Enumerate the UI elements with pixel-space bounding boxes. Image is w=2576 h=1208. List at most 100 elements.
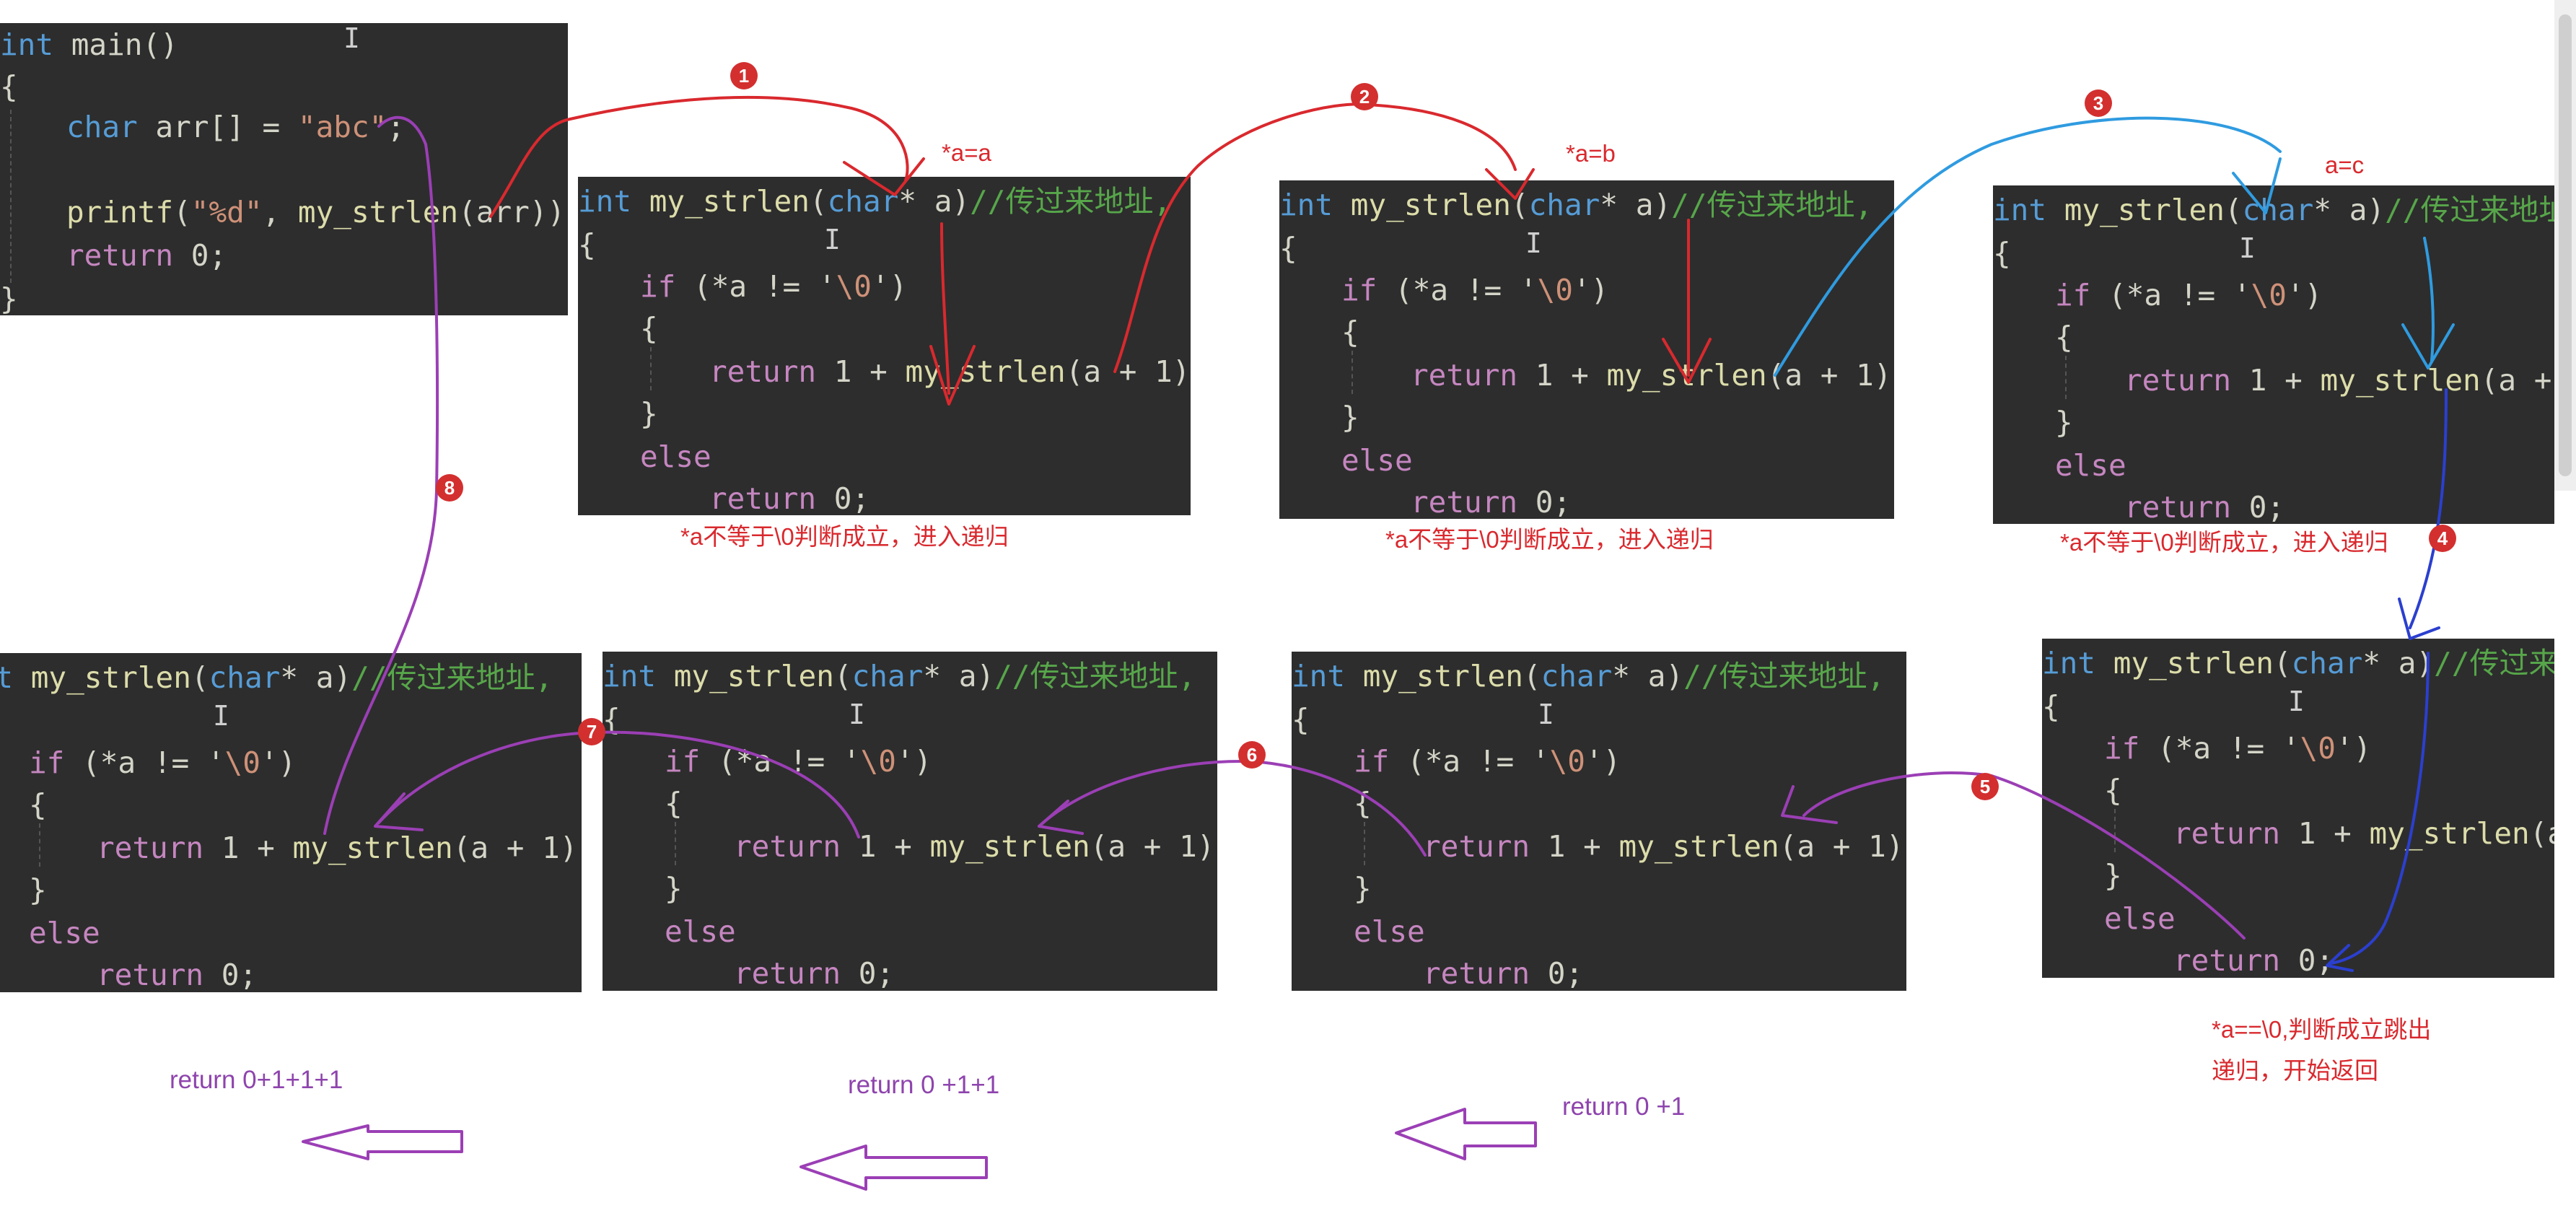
condition: (*a != ' bbox=[2090, 278, 2251, 312]
open-brace: { bbox=[2104, 773, 2122, 807]
arrow-step-2-head bbox=[1485, 168, 1535, 200]
close-brace: } bbox=[1354, 871, 1372, 906]
paren: ( bbox=[190, 660, 209, 695]
note-a-equals-b: *a=b bbox=[1566, 140, 1616, 167]
call-args: (a + 1); bbox=[2480, 363, 2552, 398]
keyword-return: return bbox=[2124, 490, 2232, 524]
step-badge-3: 3 bbox=[2085, 89, 2112, 117]
step-badge-6: 6 bbox=[1238, 741, 1266, 769]
keyword-else: else bbox=[2104, 901, 2176, 936]
my-strlen-code-box-7: int my_strlen(char* a)//传过来地址, { if (*a … bbox=[0, 653, 582, 992]
open-brace: { bbox=[640, 311, 658, 346]
arrow-step-6 bbox=[1038, 760, 1427, 857]
parameter: * a) bbox=[280, 660, 352, 695]
keyword-else: else bbox=[1341, 443, 1413, 478]
condition-end: ') bbox=[871, 269, 908, 304]
condition-end: ') bbox=[260, 745, 297, 780]
paren: ( bbox=[2224, 193, 2243, 227]
close-brace: } bbox=[640, 396, 658, 431]
open-brace: { bbox=[0, 69, 18, 104]
arrow-down-box-1-head bbox=[929, 345, 976, 406]
my-strlen-code-box-1: int my_strlen(char* a)//传过来地址, { if (*a … bbox=[578, 177, 1191, 515]
keyword-char: char bbox=[827, 184, 899, 219]
call-args: (a + 1); bbox=[2529, 816, 2554, 851]
hollow-arrow-left-1 bbox=[302, 1124, 463, 1160]
return-value: 0; bbox=[173, 238, 227, 273]
hollow-arrow-left-3 bbox=[1395, 1108, 1537, 1160]
keyword-int: int bbox=[1292, 659, 1346, 693]
keyword-else: else bbox=[1354, 914, 1425, 949]
open-brace: { bbox=[603, 702, 621, 737]
main-signature: main() bbox=[53, 27, 178, 62]
keyword-return: return bbox=[709, 481, 817, 515]
keyword-return: return bbox=[1423, 956, 1530, 991]
return-zero: 0; bbox=[1530, 956, 1584, 991]
keyword-return: return bbox=[1423, 829, 1530, 864]
open-brace: { bbox=[578, 227, 596, 262]
main-function-code: int main() { char arr[] = "abc"; printf(… bbox=[0, 23, 568, 315]
null-char: \0 bbox=[2251, 278, 2287, 312]
close-brace: } bbox=[665, 871, 683, 906]
note-end-line-2: 递归，开始返回 bbox=[2212, 1057, 2378, 1084]
my-strlen-code-box-5: int my_strlen(char* a)//传过来地址, { if (*a … bbox=[1292, 652, 1906, 991]
note-end-line-1: *a==\0,判断成立跳出 bbox=[2212, 1016, 2432, 1043]
one-plus: 1 + bbox=[2231, 363, 2321, 398]
function-name: my_strlen bbox=[1362, 659, 1523, 693]
keyword-char: char bbox=[2291, 646, 2363, 680]
open-brace: { bbox=[1993, 236, 2011, 271]
keyword-int: int bbox=[0, 660, 14, 695]
return-zero: 0; bbox=[1517, 485, 1572, 519]
return-zero: 0; bbox=[2280, 943, 2334, 978]
call-args: (a + 1); bbox=[1065, 354, 1191, 389]
close-brace: } bbox=[0, 281, 18, 315]
condition: (*a != ' bbox=[64, 745, 225, 780]
arrow-step-7 bbox=[377, 730, 860, 839]
keyword-int: int bbox=[578, 184, 632, 219]
scrollbar-thumb[interactable] bbox=[2559, 14, 2572, 476]
condition-end: ') bbox=[1585, 744, 1621, 779]
keyword-if: if bbox=[2055, 278, 2091, 312]
keyword-else: else bbox=[640, 439, 711, 474]
parameter: * a) bbox=[1612, 659, 1684, 693]
null-char: \0 bbox=[1537, 273, 1573, 307]
note-recurse-3: *a不等于\0判断成立，进入递归 bbox=[2060, 529, 2388, 556]
return-zero: 0; bbox=[203, 958, 258, 992]
indent-guide bbox=[10, 110, 12, 283]
keyword-char: char bbox=[1541, 659, 1613, 693]
note-recurse-1: *a不等于\0判断成立，进入递归 bbox=[680, 523, 1009, 550]
open-brace: { bbox=[29, 787, 47, 822]
indent-guide bbox=[39, 823, 40, 867]
printf-call: printf bbox=[66, 195, 174, 229]
close-brace: } bbox=[2104, 858, 2122, 893]
function-name: my_strlen bbox=[2113, 646, 2274, 680]
open-brace: { bbox=[1279, 231, 1297, 266]
text-cursor-icon: I bbox=[343, 23, 360, 54]
hollow-arrow-left-2 bbox=[799, 1144, 988, 1191]
string-literal: "abc" bbox=[297, 110, 387, 144]
keyword-else: else bbox=[665, 914, 736, 949]
text-cursor-icon: I bbox=[1538, 699, 1554, 730]
recursive-call: my_strlen bbox=[1606, 358, 1767, 393]
paren: ( bbox=[1523, 659, 1541, 693]
close-brace: } bbox=[29, 872, 47, 907]
keyword-return: return bbox=[1411, 485, 1518, 519]
close-brace: } bbox=[2055, 405, 2073, 439]
note-a-equals-c: a=c bbox=[2325, 152, 2365, 178]
arrow-step-1 bbox=[489, 95, 909, 218]
keyword-int: int bbox=[0, 27, 54, 62]
step-badge-2: 2 bbox=[1351, 83, 1378, 110]
keyword-else: else bbox=[29, 916, 100, 950]
keyword-if: if bbox=[640, 269, 676, 304]
keyword-return: return bbox=[66, 238, 174, 273]
call-args: (a + 1); bbox=[1090, 829, 1217, 864]
condition-end: ') bbox=[2286, 278, 2323, 312]
one-plus: 1 + bbox=[816, 354, 906, 389]
comma: , bbox=[262, 195, 298, 229]
my-strlen-code-box-3: int my_strlen(char* a)//传过来地址, { if (*a … bbox=[1993, 185, 2554, 524]
condition: (*a != ' bbox=[1389, 744, 1550, 779]
arrow-down-box-2-head bbox=[1662, 338, 1712, 384]
close-brace: } bbox=[1341, 400, 1359, 434]
condition-end: ') bbox=[1572, 273, 1609, 307]
array-declaration: arr[] = bbox=[137, 110, 298, 144]
